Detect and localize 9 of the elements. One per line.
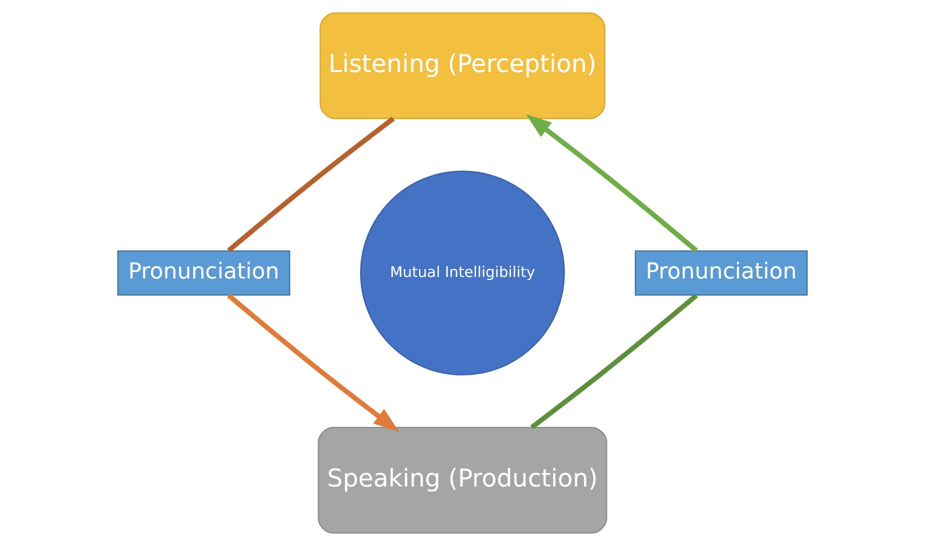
node-circle: Mutual Intelligibility bbox=[360, 170, 565, 376]
node-box: Speaking (Production) bbox=[318, 426, 608, 534]
arrow bbox=[526, 114, 698, 253]
arrow bbox=[227, 293, 400, 432]
connector bbox=[530, 293, 698, 430]
node-box: Pronunciation bbox=[117, 250, 290, 296]
node-box: Listening (Perception) bbox=[320, 12, 606, 120]
node-box: Pronunciation bbox=[634, 250, 808, 296]
connector bbox=[227, 116, 395, 253]
